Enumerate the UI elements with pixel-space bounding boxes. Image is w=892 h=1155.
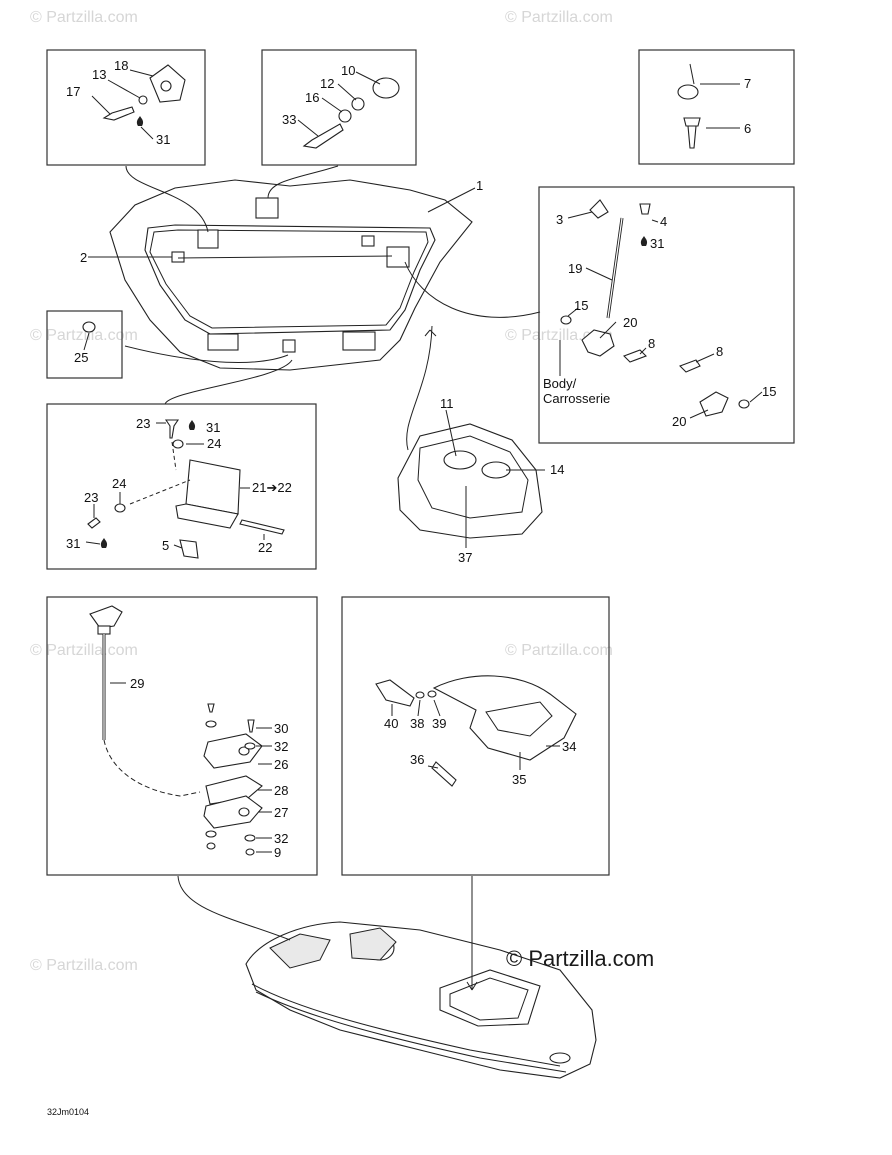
callout-18: 18 [114,58,128,73]
callout-24: 24 [207,436,221,451]
callout-17: 17 [66,84,80,99]
callout-34: 34 [562,739,576,754]
callout-21-22: 21➔22 [252,480,292,495]
callout-33: 33 [282,112,296,127]
callout-25: 25 [74,350,88,365]
hood-assembly: 2 1 [80,165,541,405]
callout-4: 4 [660,214,667,229]
body-label-line2: Carrosserie [543,391,610,406]
callout-14: 14 [550,462,564,477]
watermarks: © Partzilla.com © Partzilla.com © Partzi… [30,9,613,974]
callout-30: 30 [274,721,288,736]
detail-box-plug: 25 [46,310,123,379]
callout-1: 1 [476,178,483,193]
detail-box-storage-bin: 40 38 39 34 35 36 [341,596,610,876]
watermark: © Partzilla.com [505,9,613,26]
watermark: © Partzilla.com [505,642,613,659]
callout-31: 31 [650,236,664,251]
body-label-line1: Body/ [543,376,577,391]
callout-16: 16 [305,90,319,105]
boat-hull: © Partzilla.com [177,875,654,1079]
callout-27: 27 [274,805,288,820]
callout-13: 13 [92,67,106,82]
callout-31: 31 [66,536,80,551]
detail-box-bolt: 10 12 16 33 [261,49,417,166]
callout-19: 19 [568,261,582,276]
callout-8: 8 [716,344,723,359]
callout-28: 28 [274,783,288,798]
detail-box-hood-support: 3 4 31 19 15 20 8 8 15 20 Body/ Carrosse… [538,186,795,444]
detail-box-hinge: 23 31 24 21➔22 24 23 31 5 22 [46,403,317,570]
callout-9: 9 [274,845,281,860]
watermark-main: © Partzilla.com [506,946,654,971]
callout-40: 40 [384,716,398,731]
callout-2: 2 [80,250,87,265]
callout-36: 36 [410,752,424,767]
callout-5: 5 [162,538,169,553]
watermark: © Partzilla.com [30,957,138,974]
callout-10: 10 [341,63,355,78]
callout-6: 6 [744,121,751,136]
callout-29: 29 [130,676,144,691]
callout-23: 23 [84,490,98,505]
callout-3: 3 [556,212,563,227]
callout-26: 26 [274,757,288,772]
callout-35: 35 [512,772,526,787]
callout-23: 23 [136,416,150,431]
callout-8: 8 [648,336,655,351]
callout-31: 31 [206,420,220,435]
callout-22: 22 [258,540,272,555]
callout-24: 24 [112,476,126,491]
detail-box-latch: 29 30 32 26 28 27 32 9 [46,596,318,876]
callout-12: 12 [320,76,334,91]
callout-31: 31 [156,132,170,147]
callout-32: 32 [274,831,288,846]
watermark: © Partzilla.com [30,327,138,344]
diagram-code: 32Jm0104 [47,1107,89,1117]
detail-box-screw-cap: 17 13 18 31 [46,49,206,166]
callout-38: 38 [410,716,424,731]
watermark: © Partzilla.com [30,9,138,26]
callout-32: 32 [274,739,288,754]
callout-11: 11 [440,396,454,411]
callout-39: 39 [432,716,446,731]
callout-37: 37 [458,550,472,565]
callout-7: 7 [744,76,751,91]
callout-20: 20 [672,414,686,429]
watermark: © Partzilla.com [30,642,138,659]
detail-box-fasteners: 7 6 [638,49,795,165]
callout-15: 15 [762,384,776,399]
callout-15: 15 [574,298,588,313]
callout-20: 20 [623,315,637,330]
storage-console: 11 14 37 [397,325,564,565]
